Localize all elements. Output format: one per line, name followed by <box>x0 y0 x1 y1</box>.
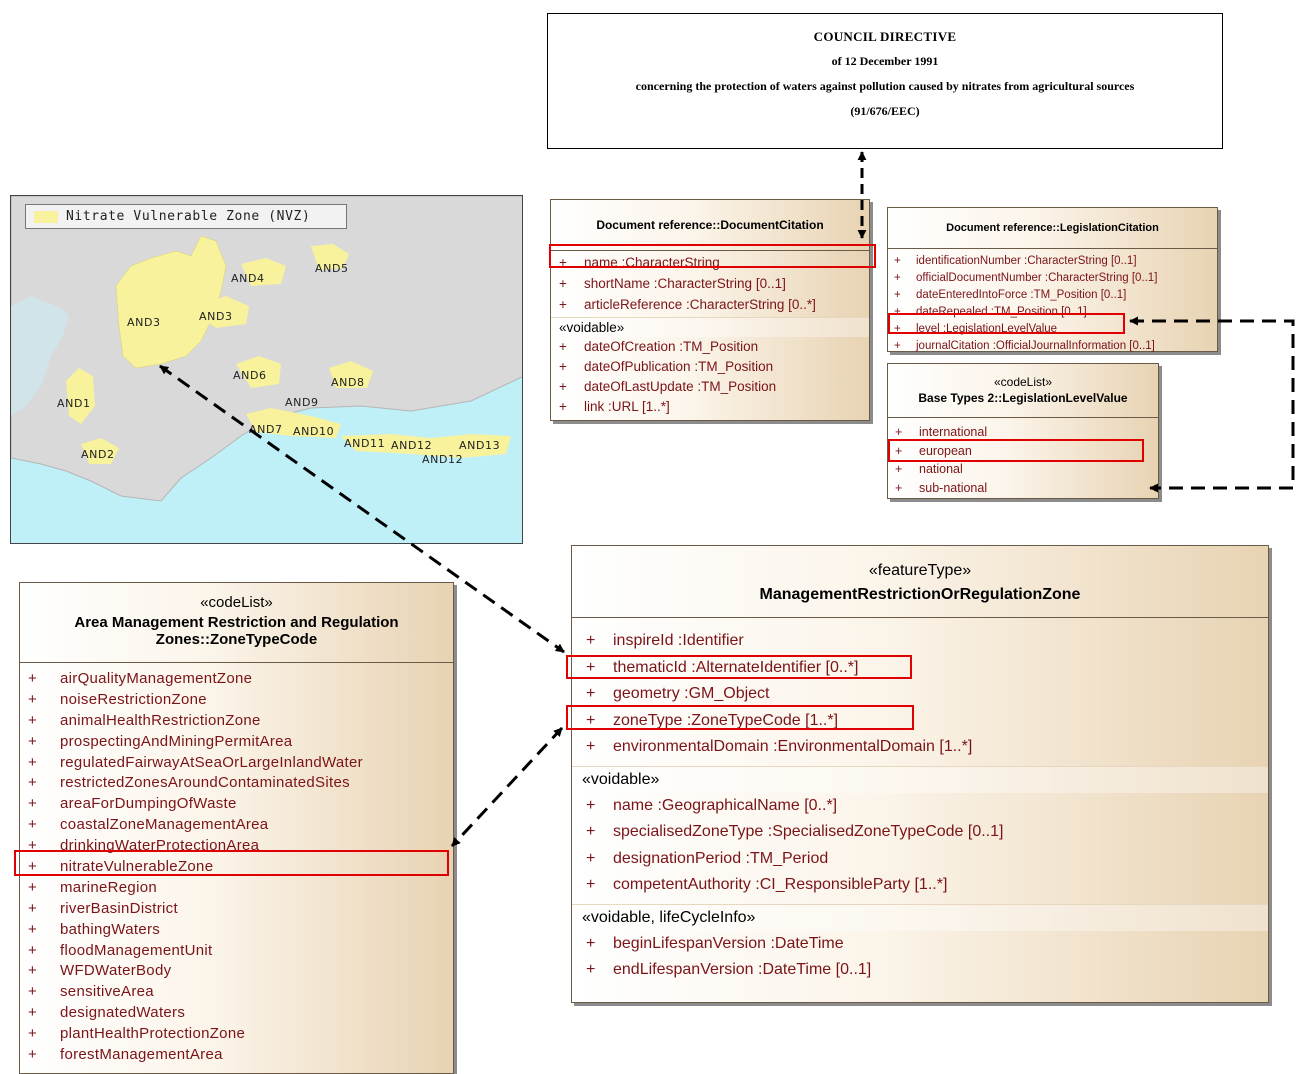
feature-type-class[interactable]: «featureType» ManagementRestrictionOrReg… <box>571 545 1269 1003</box>
zone-and2 <box>81 438 119 464</box>
enum-value[interactable]: +drinkingWaterProtectionArea <box>28 837 260 855</box>
zone-label: AND1 <box>57 397 91 410</box>
attribute-row[interactable]: +competentAuthority :CI_ResponsibleParty… <box>586 876 948 893</box>
attribute-row[interactable]: +identificationNumber :CharacterString [… <box>894 255 1137 267</box>
class-name: Document reference::LegislationCitation <box>946 222 1159 234</box>
legislation-level-value-class[interactable]: «codeList» Base Types 2::LegislationLeve… <box>887 363 1159 499</box>
enum-value[interactable]: +WFDWaterBody <box>28 962 172 980</box>
attribute-row[interactable]: +inspireId :Identifier <box>586 632 744 649</box>
directive-subject: concerning the protection of waters agai… <box>635 79 1135 93</box>
attribute-row[interactable]: +name :GeographicalName [0..*] <box>586 796 838 814</box>
directive-date: of 12 December 1991 <box>831 54 939 68</box>
highlight-name-attribute <box>549 244 876 268</box>
zone-label: AND3 <box>127 316 161 329</box>
highlight-thematicid-attribute <box>566 655 912 679</box>
directive-title: COUNCIL DIRECTIVE <box>813 29 957 44</box>
attribute-row[interactable]: +specialisedZoneType :SpecialisedZoneTyp… <box>586 823 1004 840</box>
attribute-row[interactable]: +zoneType :ZoneTypeCode [1..*] <box>586 711 839 729</box>
map-legend: Nitrate Vulnerable Zone (NVZ) <box>25 204 347 229</box>
enum-value[interactable]: +international <box>895 425 988 439</box>
zone-and4 <box>241 258 286 286</box>
attribute-row[interactable]: +dateEnteredIntoForce :TM_Position [0..1… <box>894 289 1127 301</box>
attribute-row[interactable]: +officialDocumentNumber :CharacterString… <box>894 272 1158 284</box>
enum-value[interactable]: +floodManagementUnit <box>28 941 213 959</box>
document-citation-class[interactable]: Document reference::DocumentCitation +na… <box>550 199 870 421</box>
highlight-zonetype-attribute <box>566 705 914 730</box>
attribute-row[interactable]: +thematicId :AlternateIdentifier [0..*] <box>586 658 859 676</box>
enum-value[interactable]: +areaForDumpingOfWaste <box>28 795 237 813</box>
attribute-row[interactable]: +articleReference :CharacterString [0..*… <box>559 297 816 312</box>
enum-value[interactable]: +prospectingAndMiningPermitArea <box>28 732 293 750</box>
legislation-citation-class[interactable]: Document reference::LegislationCitation … <box>887 207 1218 352</box>
attribute-row[interactable]: +geometry :GM_Object <box>586 685 770 702</box>
enum-value[interactable]: +regulatedFairwayAtSeaOrLargeInlandWater <box>28 753 363 771</box>
map-to-thematicid-arrow <box>159 364 565 654</box>
enum-value[interactable]: +sub-national <box>895 480 988 495</box>
attribute-row[interactable]: +journalCitation :OfficialJournalInforma… <box>894 340 1155 352</box>
enum-value[interactable]: +designatedWaters <box>28 1004 186 1022</box>
class-name: Base Types 2::LegislationLevelValue <box>918 391 1128 405</box>
legend-swatch <box>34 211 58 223</box>
attribute-row[interactable]: +beginLifespanVersion :DateTime <box>586 934 844 952</box>
class-stereotype: «featureType» <box>868 562 972 579</box>
enum-value[interactable]: +plantHealthProtectionZone <box>28 1025 246 1043</box>
voidable-section-label: «voidable» <box>551 317 869 337</box>
zonetype-to-nvz-arrow <box>450 726 564 848</box>
coast-detail <box>11 296 69 416</box>
enum-value[interactable]: +marineRegion <box>28 878 157 896</box>
level-to-levelvalue-connector <box>1129 316 1295 493</box>
council-directive-document: COUNCIL DIRECTIVE of 12 December 1991 co… <box>547 13 1223 149</box>
attribute-row[interactable]: +dateOfCreation :TM_Position <box>559 339 759 354</box>
zone-label: AND5 <box>315 262 349 275</box>
attribute-row[interactable]: +environmentalDomain :EnvironmentalDomai… <box>586 738 973 755</box>
class-name: ManagementRestrictionOrRegulationZone <box>759 586 1081 603</box>
attribute-row[interactable]: +designationPeriod :TM_Period <box>586 849 829 867</box>
enum-value[interactable]: +restrictedZonesAroundContaminatedSites <box>28 774 350 792</box>
enum-value[interactable]: +forestManagementArea <box>28 1046 223 1064</box>
zone-and5 <box>311 244 349 270</box>
lifecycle-section-label: «voidable, lifeCycleInfo» <box>572 903 1268 931</box>
highlight-level-attribute <box>888 313 1125 334</box>
zone-label: AND4 <box>231 272 265 285</box>
zone-and1 <box>66 368 95 424</box>
class-name: Document reference::DocumentCitation <box>596 218 824 232</box>
attribute-row[interactable]: +endLifespanVersion :DateTime [0..1] <box>586 961 872 978</box>
enum-value[interactable]: +airQualityManagementZone <box>28 670 253 687</box>
attribute-row[interactable]: +shortName :CharacterString [0..1] <box>559 276 786 291</box>
enum-value[interactable]: +european <box>895 443 972 458</box>
legend-label: Nitrate Vulnerable Zone (NVZ) <box>66 209 311 224</box>
highlight-nitrate-vulnerable-zone <box>14 850 449 876</box>
enum-value[interactable]: +national <box>895 462 963 476</box>
attribute-row[interactable]: +dateRepealed :TM_Position [0..1] <box>894 306 1087 318</box>
zone-label: AND2 <box>81 448 115 461</box>
zone-label: AND3 <box>199 310 233 323</box>
enum-value[interactable]: +sensitiveArea <box>28 983 154 1001</box>
class-stereotype: «codeList» <box>993 375 1053 389</box>
directive-reference: (91/676/EEC) <box>850 104 920 118</box>
enum-value[interactable]: +bathingWaters <box>28 920 161 938</box>
enum-value[interactable]: +noiseRestrictionZone <box>28 690 207 708</box>
enum-value[interactable]: +coastalZoneManagementArea <box>28 816 269 834</box>
enum-value[interactable]: +nitrateVulnerableZone <box>28 858 214 876</box>
zone-and3-large <box>115 235 227 369</box>
enum-value[interactable]: +riverBasinDistrict <box>28 899 178 917</box>
voidable-section-label: «voidable» <box>572 765 1268 793</box>
zone-and3-small <box>201 296 249 328</box>
enum-value[interactable]: +animalHealthRestrictionZone <box>28 711 261 729</box>
